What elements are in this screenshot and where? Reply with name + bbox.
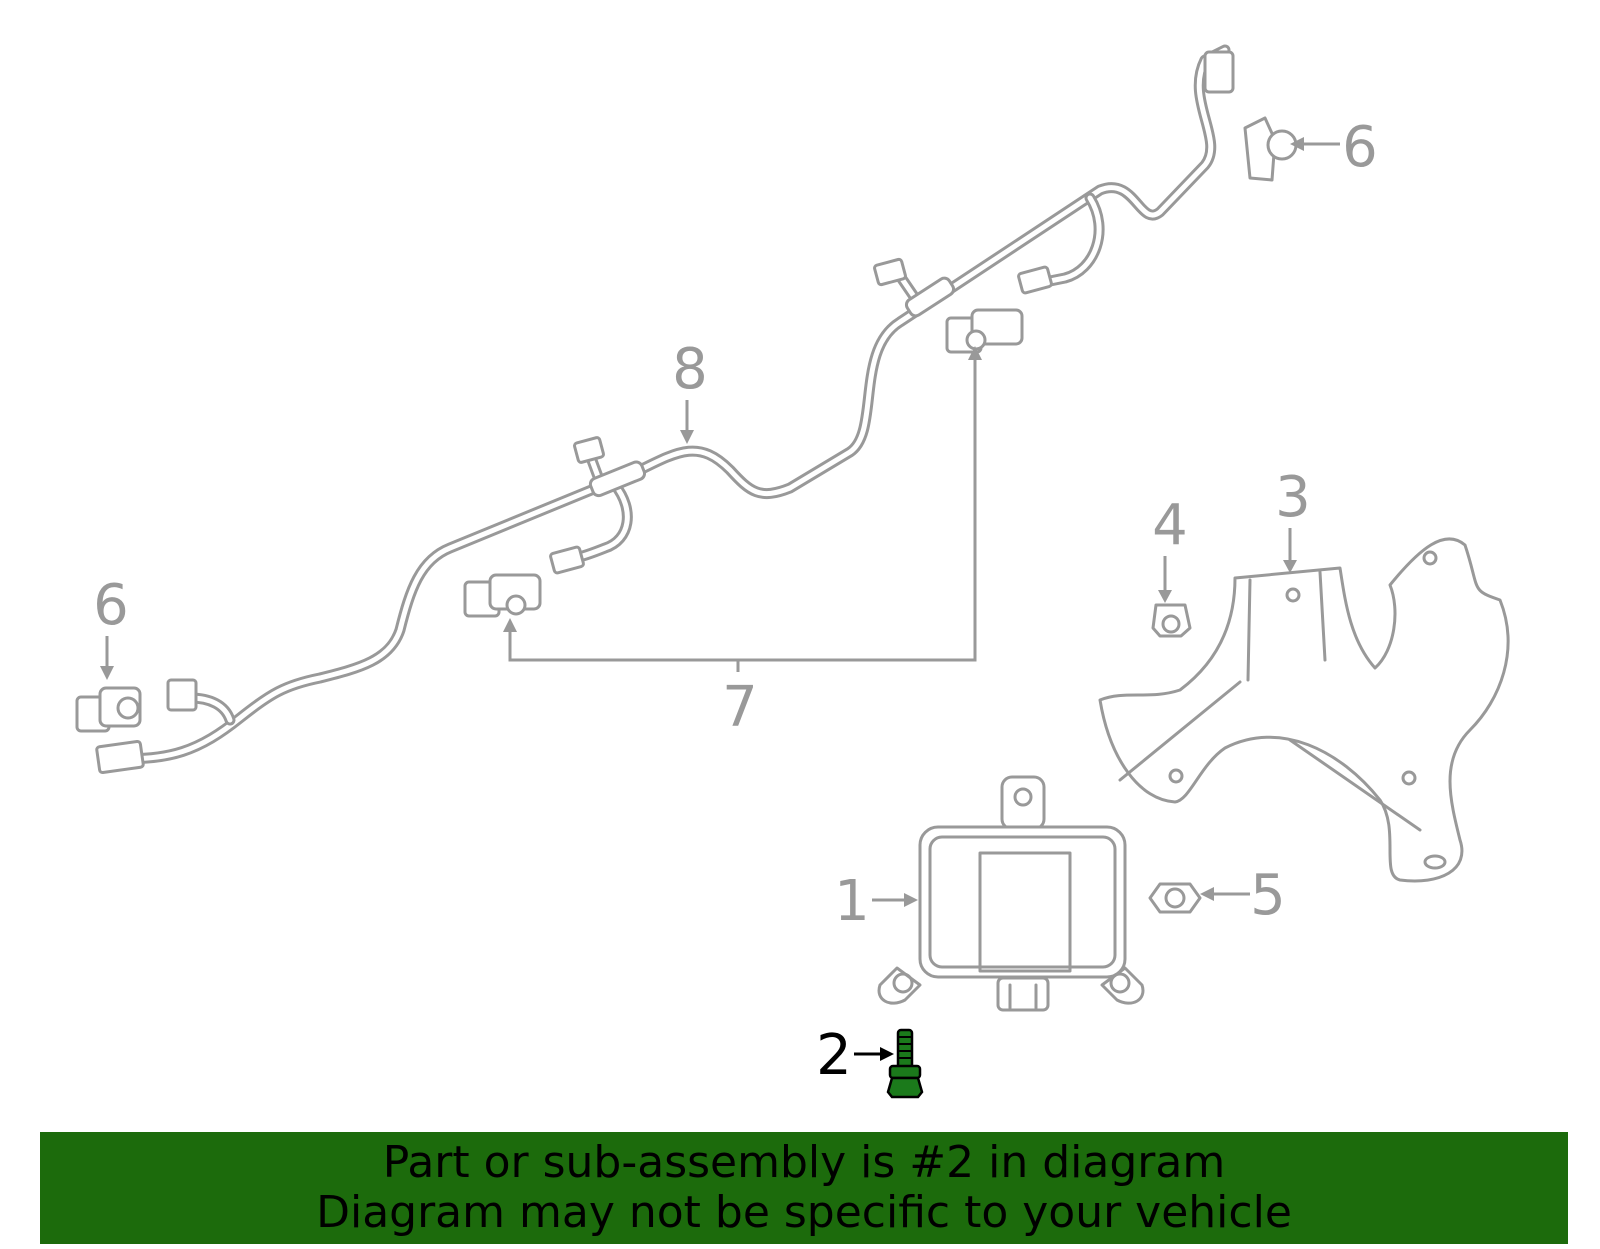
bolt-part-2[interactable] xyxy=(886,1028,924,1099)
leader-8 xyxy=(680,400,694,444)
callout-7: 7 xyxy=(722,675,758,740)
callout-8: 8 xyxy=(672,337,708,402)
info-banner: Part or sub-assembly is #2 in diagram Di… xyxy=(40,1132,1568,1244)
wiring-harness[interactable] xyxy=(95,44,1235,775)
nut-part-5[interactable] xyxy=(1148,882,1202,914)
leader-5 xyxy=(1200,887,1250,901)
mounting-bracket[interactable] xyxy=(1098,537,1510,883)
control-module[interactable] xyxy=(877,775,1145,1012)
parking-sensor-left-corner[interactable] xyxy=(75,686,142,733)
callout-1: 1 xyxy=(834,869,870,934)
banner-line-2: Diagram may not be specific to your vehi… xyxy=(316,1187,1292,1238)
callout-6-left: 6 xyxy=(93,573,129,638)
parking-sensor-center-left[interactable] xyxy=(463,573,542,618)
leader-7 xyxy=(503,346,982,672)
callout-3: 3 xyxy=(1275,465,1311,530)
callout-2: 2 xyxy=(816,1023,852,1088)
parking-sensor-right-corner[interactable] xyxy=(1243,116,1298,182)
nut-part-4[interactable] xyxy=(1151,603,1192,638)
leader-1 xyxy=(872,893,918,907)
leader-6-left xyxy=(100,636,114,680)
banner-line-1: Part or sub-assembly is #2 in diagram xyxy=(382,1137,1226,1188)
leader-3 xyxy=(1283,528,1297,573)
callout-6-right: 6 xyxy=(1342,115,1378,180)
callout-5: 5 xyxy=(1250,863,1286,928)
leader-2 xyxy=(854,1047,894,1061)
callout-4: 4 xyxy=(1152,493,1188,558)
leader-4 xyxy=(1158,556,1172,603)
leader-6-right xyxy=(1290,137,1340,151)
parking-sensor-center-right[interactable] xyxy=(945,308,1024,354)
